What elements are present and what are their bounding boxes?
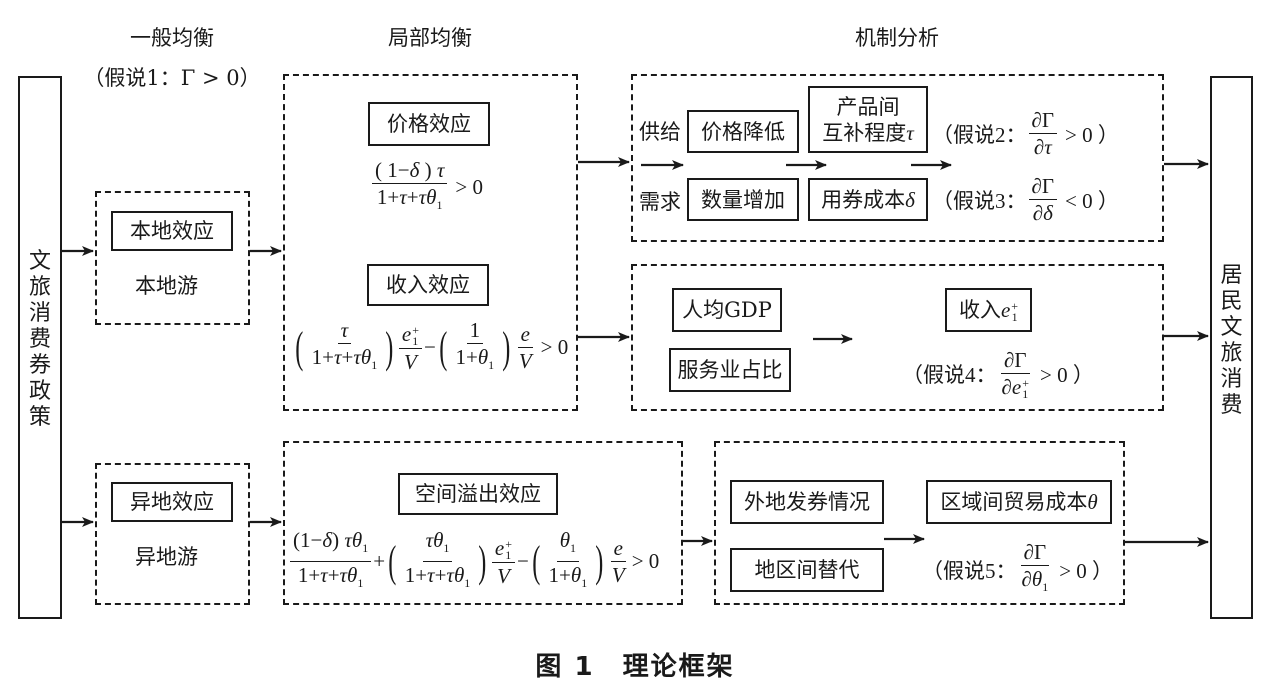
hyp3-num: ∂Γ <box>1028 174 1058 200</box>
price-reduction-box: 价格降低 <box>687 110 799 153</box>
hyp4-den: ∂e+1 <box>1001 375 1029 402</box>
header-general-equilibrium: 一般均衡 <box>130 26 214 50</box>
local-group <box>95 191 250 325</box>
local-effect-box: 本地效应 <box>111 211 233 251</box>
header-partial-equilibrium: 局部均衡 <box>388 26 472 50</box>
char: 旅 <box>28 275 51 300</box>
complementarity-box: 产品间 互补程度τ <box>808 86 928 153</box>
hypothesis-4: （假说4： ∂Γ∂e+1 > 0 ） <box>902 348 1094 400</box>
income-effect-box: 收入效应 <box>367 264 489 306</box>
trade-cost-text: 区域间贸易成本 <box>940 490 1088 514</box>
hyp4-prefix: （假说4： <box>902 363 997 388</box>
mechanism-price-group <box>631 74 1164 242</box>
outside-coupons-box: 外地发券情况 <box>730 480 884 524</box>
char: 费 <box>28 327 51 352</box>
char: 文 <box>1220 315 1243 340</box>
hyp4-relation: > 0 ） <box>1039 363 1094 388</box>
hyp2-num: ∂Γ <box>1028 108 1058 134</box>
policy-bar-label: 文 旅 消 费 券 政 策 <box>20 249 60 431</box>
delta-symbol: δ <box>905 187 915 212</box>
policy-bar: 文 旅 消 费 券 政 策 <box>18 76 62 619</box>
hyp3-den: ∂δ <box>1032 201 1053 225</box>
char: 券 <box>28 353 51 378</box>
complementarity-text: 互补程度 <box>822 120 907 145</box>
hyp5-den: ∂θ1 <box>1021 567 1049 595</box>
char: 策 <box>28 405 51 430</box>
consumption-bar-label: 居 民 文 旅 消 费 <box>1212 263 1251 419</box>
partial-equilibrium-group <box>283 74 578 411</box>
char: 居 <box>1220 263 1243 288</box>
complementarity-line2: 互补程度τ <box>822 120 914 146</box>
service-share-box: 服务业占比 <box>669 348 791 392</box>
char: 政 <box>28 379 51 404</box>
spillover-group <box>283 441 683 605</box>
char: 费 <box>1220 393 1243 418</box>
figure-caption: 图 1 理论框架 <box>535 652 735 682</box>
char: 消 <box>28 301 51 326</box>
tau-symbol: τ <box>906 120 914 145</box>
remote-effect-box: 异地效应 <box>111 482 233 522</box>
char: 消 <box>1220 367 1243 392</box>
hyp2-prefix: （假说2： <box>932 122 1027 147</box>
char: 民 <box>1220 289 1243 314</box>
char: 旅 <box>1220 341 1243 366</box>
hypothesis-5: （假说5： ∂Γ∂θ1 > 0 ） <box>922 540 1113 599</box>
hyp2-relation: > 0 ） <box>1065 122 1119 147</box>
price-effect-box: 价格效应 <box>368 102 490 146</box>
spillover-effect-box: 空间溢出效应 <box>398 473 558 515</box>
consumption-bar: 居 民 文 旅 消 费 <box>1210 76 1253 619</box>
price-effect-formula: ( 1−δ ) τ 1+τ+τθ1 > 0 <box>370 158 483 217</box>
hyp5-num: ∂Γ <box>1020 540 1050 566</box>
coupon-cost-text: 用券成本 <box>821 187 906 212</box>
complementarity-line1: 产品间 <box>836 94 900 119</box>
mechanism-income-group <box>631 264 1164 411</box>
hypothesis-2: （假说2： ∂Γ∂τ > 0 ） <box>932 108 1119 159</box>
theta-symbol: θ <box>1087 490 1098 514</box>
mechanism-spillover-group <box>714 441 1125 605</box>
hyp2-den: ∂τ <box>1033 135 1052 159</box>
demand-label: 需求 <box>639 190 681 214</box>
remote-group <box>95 463 250 605</box>
char: 文 <box>28 249 51 274</box>
income-text: 收入 <box>958 298 1001 322</box>
hypothesis-1: （假说1：Γ > 0） <box>83 66 261 90</box>
hyp3-prefix: （假说3： <box>932 188 1027 213</box>
e1-plus-symbol: e+1 <box>1000 297 1019 325</box>
header-mechanism-analysis: 机制分析 <box>855 26 939 50</box>
quantity-increase-box: 数量增加 <box>687 178 799 221</box>
hyp5-relation: > 0 ） <box>1059 558 1114 583</box>
remote-tourism-label: 异地游 <box>135 545 198 569</box>
supply-label: 供给 <box>639 120 681 144</box>
hyp4-num: ∂Γ <box>1000 348 1030 374</box>
hyp3-relation: < 0 ） <box>1065 188 1119 213</box>
local-tourism-label: 本地游 <box>135 274 198 298</box>
hyp5-prefix: （假说5： <box>922 558 1017 583</box>
gdp-per-capita-box: 人均GDP <box>672 288 782 332</box>
hypothesis-3: （假说3： ∂Γ∂δ < 0 ） <box>932 174 1119 225</box>
regional-substitution-box: 地区间替代 <box>730 548 884 592</box>
